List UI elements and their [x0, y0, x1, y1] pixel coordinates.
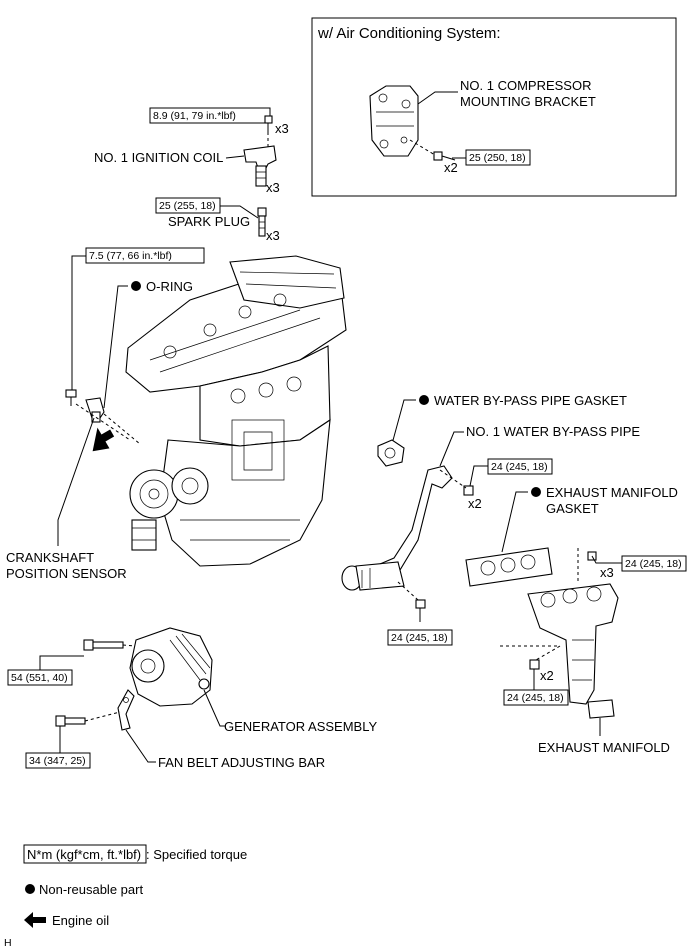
coil-bolt	[264, 115, 273, 132]
legend-engine-oil: Engine oil	[52, 913, 109, 928]
pipe-bolt	[415, 599, 426, 622]
gen-top-torque: 54 (551, 40)	[11, 672, 68, 684]
manifold-nut-qty: x2	[540, 668, 554, 683]
bracket-torque: 25 (250, 18)	[469, 152, 526, 164]
coil-qty: x3	[266, 180, 280, 195]
ac-inset-title: w/ Air Conditioning System:	[317, 25, 501, 42]
compressor-bracket-part	[369, 85, 419, 157]
exhaust-gasket-label-2: GASKET	[546, 501, 599, 516]
gen-top-bolt	[83, 639, 124, 651]
legend-non-reusable-icon	[25, 884, 35, 894]
o-ring-label: O-RING	[146, 279, 193, 294]
exhaust-manifold-label: EXHAUST MANIFOLD	[538, 740, 670, 755]
spark-plug-label: SPARK PLUG	[168, 214, 250, 229]
pipe-nut	[463, 485, 474, 496]
legend-torque-unit: N*m (kgf*cm, ft.*lbf)	[27, 847, 141, 862]
ignition-coil-part	[243, 145, 277, 187]
bracket-bolt-qty: x2	[444, 160, 458, 175]
water-gasket-bullet	[419, 395, 429, 405]
pipe-nut-torque: 24 (245, 18)	[491, 461, 548, 473]
manifold-stud-qty: x3	[600, 565, 614, 580]
pipe-bolt-torque: 24 (245, 18)	[391, 632, 448, 644]
exhaust-gasket-bullet	[531, 487, 541, 497]
pipe-nut-qty: x2	[468, 496, 482, 511]
coil-bolt-qty: x3	[275, 121, 289, 136]
gen-bottom-torque-box	[25, 752, 91, 769]
crank-torque: 7.5 (77, 66 in.*lbf)	[89, 250, 172, 262]
generator-part	[129, 627, 213, 707]
crankshaft-label-1: CRANKSHAFT	[6, 550, 94, 565]
legend-non-reusable: Non-reusable part	[39, 882, 143, 897]
exhaust-manifold-part	[527, 583, 619, 719]
legend-engine-oil-icon	[24, 912, 46, 928]
compressor-bracket-label-1: NO. 1 COMPRESSOR	[460, 78, 591, 93]
corner-mark: H	[4, 937, 12, 949]
water-pipe-part	[341, 465, 453, 591]
ac-inset-frame	[311, 17, 677, 197]
o-ring-bullet	[131, 281, 141, 291]
spark-plug-qty: x3	[266, 228, 280, 243]
water-pipe-label: NO. 1 WATER BY-PASS PIPE	[466, 424, 640, 439]
spark-torque: 25 (255, 18)	[159, 200, 216, 212]
generator-label: GENERATOR ASSEMBLY	[224, 719, 377, 734]
coil-torque: 8.9 (91, 79 in.*lbf)	[153, 110, 236, 122]
manifold-nut-torque-box	[503, 689, 569, 706]
gen-bottom-bolt	[55, 715, 86, 727]
water-gasket-part	[377, 439, 405, 467]
engine-block	[125, 255, 347, 567]
manifold-nut-torque: 24 (245, 18)	[507, 692, 564, 704]
exhaust-gasket-part	[465, 547, 553, 587]
water-gasket-label: WATER BY-PASS PIPE GASKET	[434, 393, 627, 408]
manifold-nut	[529, 659, 540, 670]
fan-belt-bar-part	[117, 689, 135, 731]
crank-sensor-bolt	[65, 389, 77, 406]
ignition-coil-label: NO. 1 IGNITION COIL	[94, 150, 223, 165]
exhaust-gasket-label-1: EXHAUST MANIFOLD	[546, 485, 678, 500]
legend-torque-box	[23, 844, 147, 864]
legend-torque-desc: : Specified torque	[146, 847, 247, 862]
spark-plug-part	[257, 207, 267, 237]
crankshaft-sensor-part	[85, 397, 105, 423]
compressor-bracket-label-2: MOUNTING BRACKET	[460, 94, 596, 109]
gen-bottom-torque: 34 (347, 25)	[29, 755, 86, 767]
manifold-stud-torque: 24 (245, 18)	[625, 558, 682, 570]
crankshaft-label-2: POSITION SENSOR	[6, 566, 127, 581]
bracket-torque-box	[465, 149, 531, 166]
pipe-bolt-torque-box	[387, 629, 453, 646]
bracket-bolt	[433, 151, 456, 161]
fan-belt-label: FAN BELT ADJUSTING BAR	[158, 755, 325, 770]
engine-oil-arrow	[92, 427, 115, 452]
